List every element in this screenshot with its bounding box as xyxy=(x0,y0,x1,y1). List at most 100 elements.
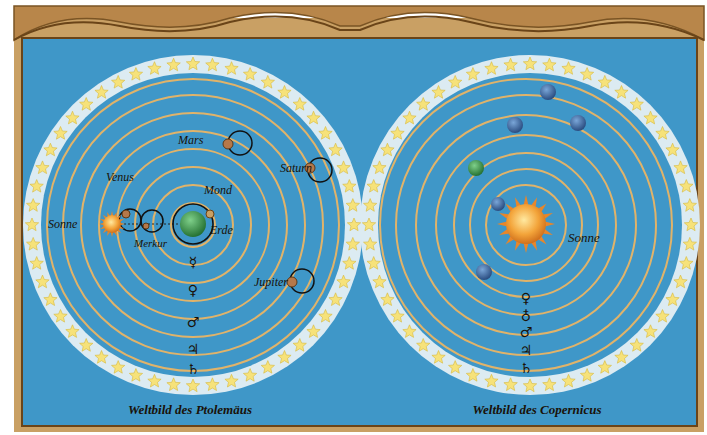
panel-caption: Weltbild des Ptolemäus xyxy=(128,403,252,416)
star xyxy=(543,378,556,391)
star xyxy=(449,361,462,374)
star xyxy=(523,57,536,70)
star xyxy=(504,58,517,71)
star xyxy=(364,199,377,212)
star xyxy=(206,58,219,71)
star xyxy=(27,237,40,250)
planet-symbol: ♂ xyxy=(187,315,200,329)
star xyxy=(391,310,404,323)
star xyxy=(129,369,142,382)
star xyxy=(319,310,332,323)
sun xyxy=(506,204,546,244)
star xyxy=(485,62,498,75)
star xyxy=(466,369,479,382)
star xyxy=(367,257,380,270)
star xyxy=(373,161,386,174)
star xyxy=(66,325,79,338)
sun xyxy=(103,215,121,233)
star xyxy=(543,58,556,71)
body-label: Mond xyxy=(204,184,232,196)
star xyxy=(243,369,256,382)
star xyxy=(167,58,180,71)
star xyxy=(417,98,430,111)
star xyxy=(381,143,394,156)
star xyxy=(329,143,342,156)
star xyxy=(30,180,43,193)
star xyxy=(278,86,291,99)
planet-symbol: ♄ xyxy=(520,361,533,375)
star xyxy=(243,68,256,81)
star xyxy=(95,86,108,99)
star xyxy=(225,62,238,75)
star xyxy=(346,199,359,212)
planet-symbol: ♂ xyxy=(520,325,533,339)
star xyxy=(27,199,40,212)
star xyxy=(680,180,693,193)
star xyxy=(307,325,320,338)
star xyxy=(80,98,93,111)
body-label: Saturn xyxy=(280,162,312,174)
planet-symbol: ☿ xyxy=(189,255,198,269)
body-label: Sonne xyxy=(48,218,77,230)
star xyxy=(80,339,93,352)
star xyxy=(343,257,356,270)
star xyxy=(432,86,445,99)
planet-symbol: ♀ xyxy=(188,283,198,297)
star xyxy=(337,161,350,174)
star xyxy=(630,98,643,111)
star xyxy=(112,75,125,88)
star xyxy=(129,68,142,81)
star xyxy=(167,378,180,391)
star xyxy=(615,86,628,99)
star xyxy=(225,374,238,387)
star xyxy=(307,111,320,124)
star xyxy=(337,275,350,288)
body-label: Sonne xyxy=(568,231,600,244)
planet-symbol: ♃ xyxy=(187,342,200,356)
star xyxy=(666,143,679,156)
star xyxy=(373,275,386,288)
star xyxy=(684,218,697,231)
star xyxy=(261,75,274,88)
star xyxy=(30,257,43,270)
star xyxy=(562,374,575,387)
star xyxy=(186,57,199,70)
body-label: Jupiter xyxy=(254,276,288,288)
star xyxy=(432,351,445,364)
star xyxy=(683,199,696,212)
star xyxy=(66,111,79,124)
star xyxy=(293,339,306,352)
star xyxy=(44,293,57,306)
star xyxy=(598,75,611,88)
star xyxy=(381,293,394,306)
star xyxy=(186,379,199,392)
star xyxy=(630,339,643,352)
star xyxy=(329,293,342,306)
star xyxy=(580,68,593,81)
star xyxy=(206,378,219,391)
body-label: Merkur xyxy=(134,238,167,249)
star xyxy=(598,361,611,374)
star xyxy=(656,127,669,140)
star xyxy=(25,218,38,231)
star xyxy=(644,325,657,338)
star xyxy=(417,339,430,352)
star xyxy=(391,127,404,140)
star xyxy=(319,127,332,140)
star xyxy=(95,351,108,364)
star xyxy=(362,218,375,231)
star xyxy=(346,237,359,250)
star xyxy=(148,62,161,75)
star xyxy=(485,374,498,387)
star xyxy=(112,361,125,374)
star xyxy=(36,275,49,288)
star xyxy=(54,310,67,323)
star xyxy=(278,351,291,364)
planet-symbol: ♁ xyxy=(521,309,531,323)
star xyxy=(466,68,479,81)
planet-symbol: ♀ xyxy=(521,291,531,305)
star xyxy=(44,143,57,156)
star xyxy=(580,369,593,382)
